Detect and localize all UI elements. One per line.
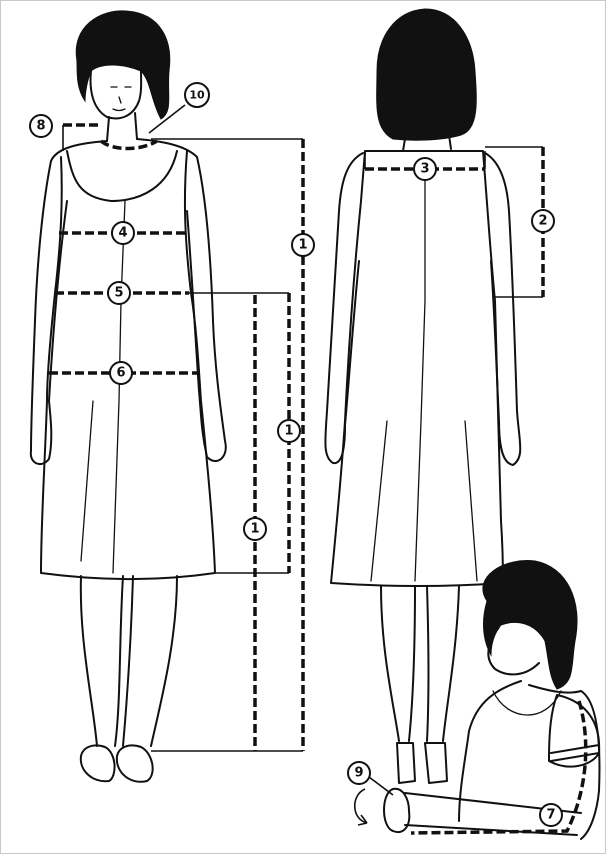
back-hair (377, 9, 477, 140)
marker-2: 2 (532, 210, 554, 232)
svg-text:5: 5 (114, 286, 123, 301)
back-shoes (397, 743, 447, 783)
marker-3: 3 (414, 158, 436, 180)
markers: 10 8 3 2 4 1 5 6 (30, 83, 562, 826)
svg-text:1: 1 (284, 424, 293, 439)
marker-9: 9 (348, 762, 370, 784)
svg-text:1: 1 (250, 522, 259, 537)
svg-text:3: 3 (420, 162, 429, 177)
marker-7: 7 (540, 804, 562, 826)
back-left-arm (325, 153, 363, 463)
svg-text:6: 6 (116, 366, 125, 381)
back-legs (381, 586, 459, 741)
marker-6: 6 (110, 362, 132, 384)
front-figure (31, 11, 226, 782)
svg-text:4: 4 (118, 226, 127, 241)
svg-text:2: 2 (538, 214, 547, 229)
marker-10: 10 (185, 83, 209, 107)
rotation-arrow-icon (355, 789, 367, 825)
front-left-arm (31, 141, 107, 464)
front-face (91, 71, 142, 118)
back-figure (325, 9, 520, 783)
marker-5: 5 (108, 282, 130, 304)
front-shoes (81, 745, 153, 781)
back-right-arm (485, 153, 520, 465)
marker-1-skirt-length: 1 (278, 420, 300, 442)
svg-text:9: 9 (354, 766, 363, 781)
front-hair (76, 11, 170, 119)
marker-1-full-length: 1 (292, 234, 314, 256)
marker-8: 8 (30, 115, 52, 137)
front-right-arm (137, 139, 226, 461)
marker-4: 4 (112, 222, 134, 244)
girl-face (488, 627, 539, 674)
svg-text:8: 8 (36, 119, 45, 134)
svg-text:1: 1 (298, 238, 307, 253)
svg-text:10: 10 (189, 89, 205, 102)
neck-line (101, 141, 157, 149)
front-legs (81, 576, 177, 746)
svg-text:7: 7 (546, 808, 555, 823)
measurement-lines (49, 105, 586, 833)
marker-1-waist-to-floor: 1 (244, 518, 266, 540)
